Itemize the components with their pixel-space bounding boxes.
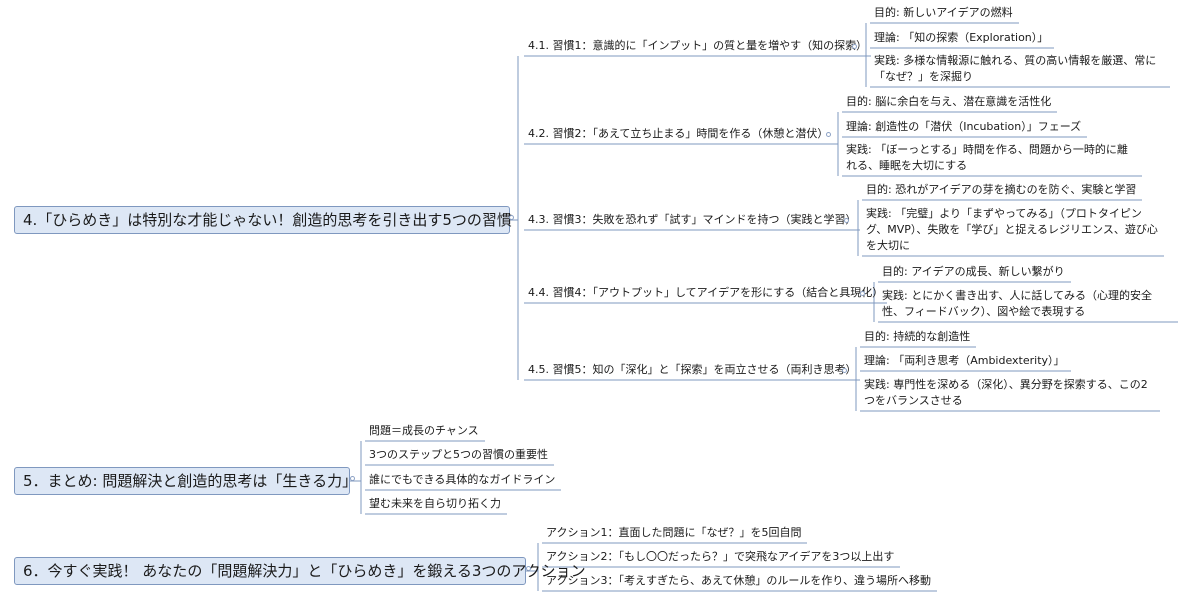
detail-habit-4-purpose[interactable]: 目的: アイデアの成長、新しい繋がり <box>882 265 1065 278</box>
detail-habit-4-practice[interactable]: 実践: とにかく書き出す、人に話してみる（心理的安全性、フィードバック）、図や絵… <box>882 289 1152 318</box>
detail-habit-5-theory[interactable]: 理論: 「両利き思考（Ambidexterity）」 <box>864 354 1065 367</box>
collapse-knob-habit-2[interactable] <box>826 132 831 137</box>
detail-habit-2-practice[interactable]: 実践: 「ぼーっとする」時間を作る、問題から一時的に離れる、睡眠を大切にする <box>846 143 1128 172</box>
collapse-knob-section-6[interactable] <box>526 566 531 571</box>
summary-item-1[interactable]: 問題＝成長のチャンス <box>369 424 479 437</box>
summary-item-2[interactable]: 3つのステップと5つの習慣の重要性 <box>369 448 548 461</box>
collapse-knob-habit-4[interactable] <box>860 291 865 296</box>
action-item-2[interactable]: アクション2：「もし〇〇だったら？」で突飛なアイデアを3つ以上出す <box>546 550 895 563</box>
collapse-knob-habit-1[interactable] <box>852 44 857 49</box>
subtopic-habit-3[interactable]: 4.3. 習慣3：失敗を恐れず「試す」マインドを持つ（実践と学習） <box>528 213 857 226</box>
detail-habit-1-theory[interactable]: 理論: 「知の探索（Exploration）」 <box>874 31 1049 44</box>
root-topic-section-4[interactable]: 4.「ひらめき」は特別な才能じゃない！創造的思考を引き出す5つの習慣 <box>14 206 512 234</box>
detail-habit-3-practice[interactable]: 実践: 「完璧」より「まずやってみる」（プロトタイピング、MVP）、失敗を「学び… <box>866 207 1158 252</box>
subtopic-habit-5[interactable]: 4.5. 習慣5：知の「深化」と「探索」を両立させる（両利き思考） <box>528 363 857 376</box>
detail-habit-3-purpose[interactable]: 目的: 恐れがアイデアの芽を摘むのを防ぐ、実験と学習 <box>866 183 1137 196</box>
action-item-1[interactable]: アクション1：直面した問題に「なぜ？」を5回自問 <box>546 526 802 539</box>
detail-habit-2-purpose[interactable]: 目的: 脳に余白を与え、潜在意識を活性化 <box>846 95 1052 108</box>
summary-item-4[interactable]: 望む未来を自ら切り拓く力 <box>369 497 501 510</box>
summary-item-3[interactable]: 誰にでもできる具体的なガイドライン <box>369 473 556 486</box>
collapse-knob-habit-3[interactable] <box>844 218 849 223</box>
detail-habit-1-practice[interactable]: 実践: 多様な情報源に触れる、質の高い情報を厳選、常に「なぜ？」を深掘り <box>874 54 1157 83</box>
detail-habit-5-purpose[interactable]: 目的: 持続的な創造性 <box>864 330 971 343</box>
collapse-knob-section-4[interactable] <box>509 215 514 220</box>
root-topic-section-6[interactable]: 6．今すぐ実践！ あなたの「問題解決力」と「ひらめき」を鍛える3つのアクション <box>14 557 586 585</box>
action-item-3[interactable]: アクション3：「考えすぎたら、あえて休憩」のルールを作り、違う場所へ移動 <box>546 574 931 587</box>
subtopic-habit-4[interactable]: 4.4. 習慣4：「アウトプット」してアイデアを形にする（結合と具現化） <box>528 286 884 299</box>
detail-habit-1-purpose[interactable]: 目的: 新しいアイデアの燃料 <box>874 6 1013 19</box>
collapse-knob-habit-5[interactable] <box>842 368 847 373</box>
detail-habit-2-theory[interactable]: 理論: 創造性の「潜伏（Incubation）」フェーズ <box>846 120 1082 133</box>
root-topic-section-5[interactable]: 5．まとめ: 問題解決と創造的思考は「生きる力」 <box>14 467 357 495</box>
subtopic-habit-2[interactable]: 4.2. 習慣2：「あえて立ち止まる」時間を作る（休憩と潜伏） <box>528 127 829 140</box>
detail-habit-5-practice[interactable]: 実践: 専門性を深める（深化）、異分野を探索する、この2つをバランスさせる <box>864 378 1148 407</box>
collapse-knob-section-5[interactable] <box>350 476 355 481</box>
subtopic-habit-1[interactable]: 4.1. 習慣1：意識的に「インプット」の質と量を増やす（知の探索） <box>528 39 868 52</box>
